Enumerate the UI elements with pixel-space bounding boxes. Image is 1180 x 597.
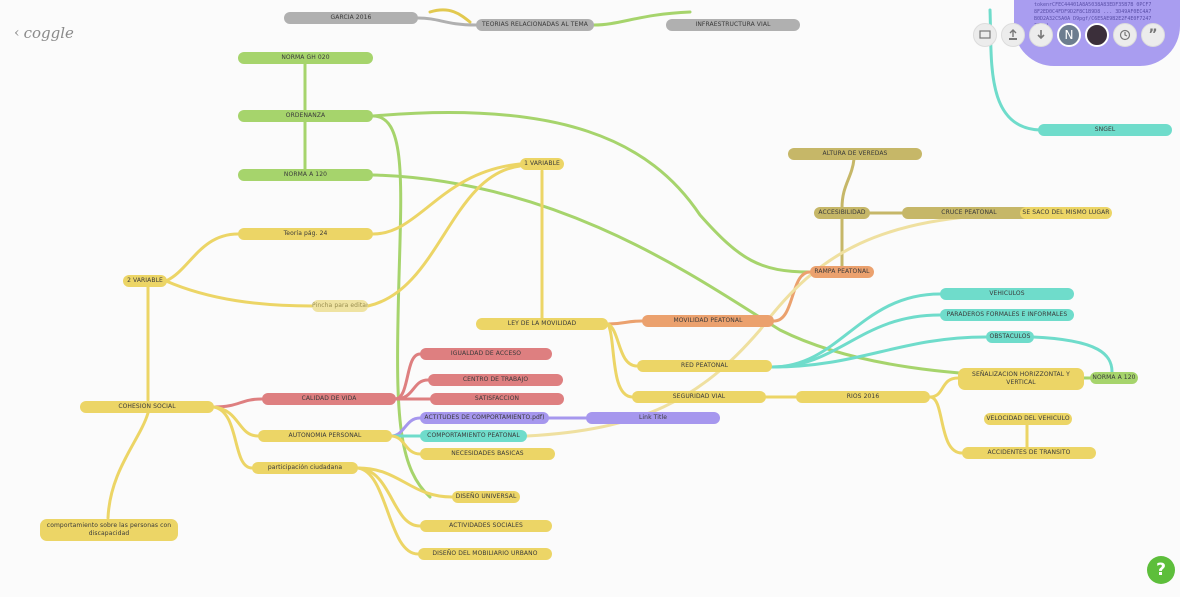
node-comportamiento-personas[interactable]: comportamiento sobre las personas con di… [40, 519, 178, 541]
node-norma-gh[interactable]: NORMA GH 020 [238, 52, 373, 64]
share-icon[interactable] [1001, 23, 1025, 47]
branch-participacion-actividades [356, 466, 422, 528]
node-ordenanza[interactable]: ORDENANZA [238, 110, 373, 122]
branch-obstaculos-norma [1031, 335, 1114, 374]
node-mobiliario[interactable]: DISEÑO DEL MOBILIARIO URBANO [418, 548, 552, 560]
help-button[interactable]: ? [1147, 556, 1175, 584]
node-rampa[interactable]: RAMPA PEATONAL [810, 266, 874, 278]
branch-participacion-diseno [356, 466, 454, 499]
node-paraderos[interactable]: PARADEROS FORMALES E INFORMALES [940, 309, 1074, 321]
branch-garcia-teorias [416, 16, 478, 27]
node-sngel[interactable]: SNGEL [1038, 124, 1172, 136]
branch-teoria-var1 [371, 162, 522, 236]
node-ley[interactable]: LEY DE LA MOVILIDAD [476, 318, 608, 330]
branch-var2-teoria [164, 232, 240, 283]
node-necesidades[interactable]: NECESIDADES BASICAS [420, 448, 555, 460]
node-satisfaccion[interactable]: SATISFACCION [430, 393, 564, 405]
download-icon[interactable] [1029, 23, 1053, 47]
node-seguridad[interactable]: SEGURIDAD VIAL [632, 391, 766, 403]
node-altura[interactable]: ALTURA DE VEREDAS [788, 148, 922, 160]
node-cruce[interactable]: CRUCE PEATONAL [902, 207, 1036, 219]
branch-rios-accidentes [928, 395, 964, 455]
branch-ley-seguridad [606, 322, 634, 399]
node-igualdad[interactable]: IGUALDAD DE ACCESO [420, 348, 552, 360]
node-movilidad[interactable]: MOVILIDAD PEATONAL [642, 315, 774, 327]
quote-icon[interactable]: ” [1141, 23, 1165, 47]
branch-cohesion-calidad [212, 397, 264, 409]
node-senalizacion[interactable]: SEÑALIZACION HORIZZONTAL Y VERTICAL [958, 368, 1084, 390]
node-var1[interactable]: 1 VARIABLE [520, 158, 564, 170]
logo-text: coggle [23, 24, 74, 42]
node-link[interactable]: Link Title [586, 412, 720, 424]
branch-autonomia-necesidades [389, 434, 422, 456]
node-accesibilidad[interactable]: ACCESIBILIDAD [814, 207, 870, 219]
node-teoria-pag[interactable]: Teoría pág. 24 [238, 228, 373, 240]
branch-red-obstaculos [770, 335, 988, 369]
node-accidentes[interactable]: ACCIDENTES DE TRANSITO [962, 447, 1096, 459]
node-cohesion[interactable]: COHESION SOCIAL [80, 401, 214, 413]
present-icon[interactable] [973, 23, 997, 47]
node-garcia[interactable]: GARCIA 2016 [284, 12, 418, 24]
branch-movilidad-rampa [772, 270, 812, 323]
branch-ordenanza-down [371, 114, 432, 499]
node-centro[interactable]: CENTRO DE TRABAJO [428, 374, 563, 386]
branch-ley-red [606, 322, 639, 368]
coggle-logo[interactable]: ‹ coggle [14, 24, 74, 42]
collaborator-avatar[interactable] [1085, 23, 1109, 47]
node-rios[interactable]: RIOS 2016 [796, 391, 930, 403]
node-vehiculos[interactable]: VEHICULOS [940, 288, 1074, 300]
node-teorias[interactable]: TEORIAS RELACIONADAS AL TEMA [476, 19, 594, 31]
branch-accesibilidad-altura [840, 157, 856, 210]
branch-autonomia-actitudes [389, 416, 422, 438]
node-participacion[interactable]: participación ciudadana [252, 462, 358, 474]
node-actividades[interactable]: ACTIVIDADES SOCIALES [420, 520, 552, 532]
node-pincha[interactable]: Pincha para editar [312, 300, 368, 312]
branch-pincha-var1 [366, 164, 522, 308]
branch-teorias-infra [592, 10, 692, 27]
node-obstaculos[interactable]: OBSTACULOS [986, 331, 1034, 343]
node-diseno-universal[interactable]: DISEÑO UNIVERSAL [452, 491, 520, 503]
node-norma-a120-right[interactable]: NORMA A 120 [1090, 372, 1138, 384]
branch-teorias-top [428, 8, 472, 24]
node-se-saco[interactable]: SE SACO DEL MISMO LUGAR [1020, 207, 1112, 219]
branch-cohesion-comportamiento [106, 411, 150, 520]
branch-rios-senal [928, 376, 960, 399]
node-red-peatonal[interactable]: RED PEATONAL [637, 360, 772, 372]
node-infraestructura[interactable]: INFRAESTRUCTURA VIAL [666, 19, 800, 31]
node-actitudes[interactable]: ACTITUDES DE COMPORTAMIENTO.pdf) [420, 412, 549, 424]
node-autonomia[interactable]: AUTONOMIA PERSONAL [258, 430, 392, 442]
top-toolbar: N ” [973, 23, 1165, 49]
branch-ordenanza-rampa [371, 111, 812, 274]
chevron-left-icon: ‹ [14, 25, 20, 41]
branch-var2-pincha [164, 279, 314, 308]
node-var2[interactable]: 2 VARIABLE [123, 275, 167, 287]
node-norma-a120-left[interactable]: NORMA A 120 [238, 169, 373, 181]
branch-ley-movilidad [606, 319, 644, 326]
node-calidad[interactable]: CALIDAD DE VIDA [262, 393, 396, 405]
branch-red-paraderos [770, 313, 942, 369]
node-comportamiento-peatonal[interactable]: COMPORTAMIENTO PEATONAL [420, 430, 527, 442]
node-velocidad[interactable]: VELOCIDAD DEL VEHICULO [984, 413, 1072, 425]
history-icon[interactable] [1113, 23, 1137, 47]
branch-cohesion-participacion [212, 405, 254, 470]
user-avatar[interactable]: N [1057, 23, 1081, 47]
branch-participacion-mobiliario [356, 466, 420, 556]
